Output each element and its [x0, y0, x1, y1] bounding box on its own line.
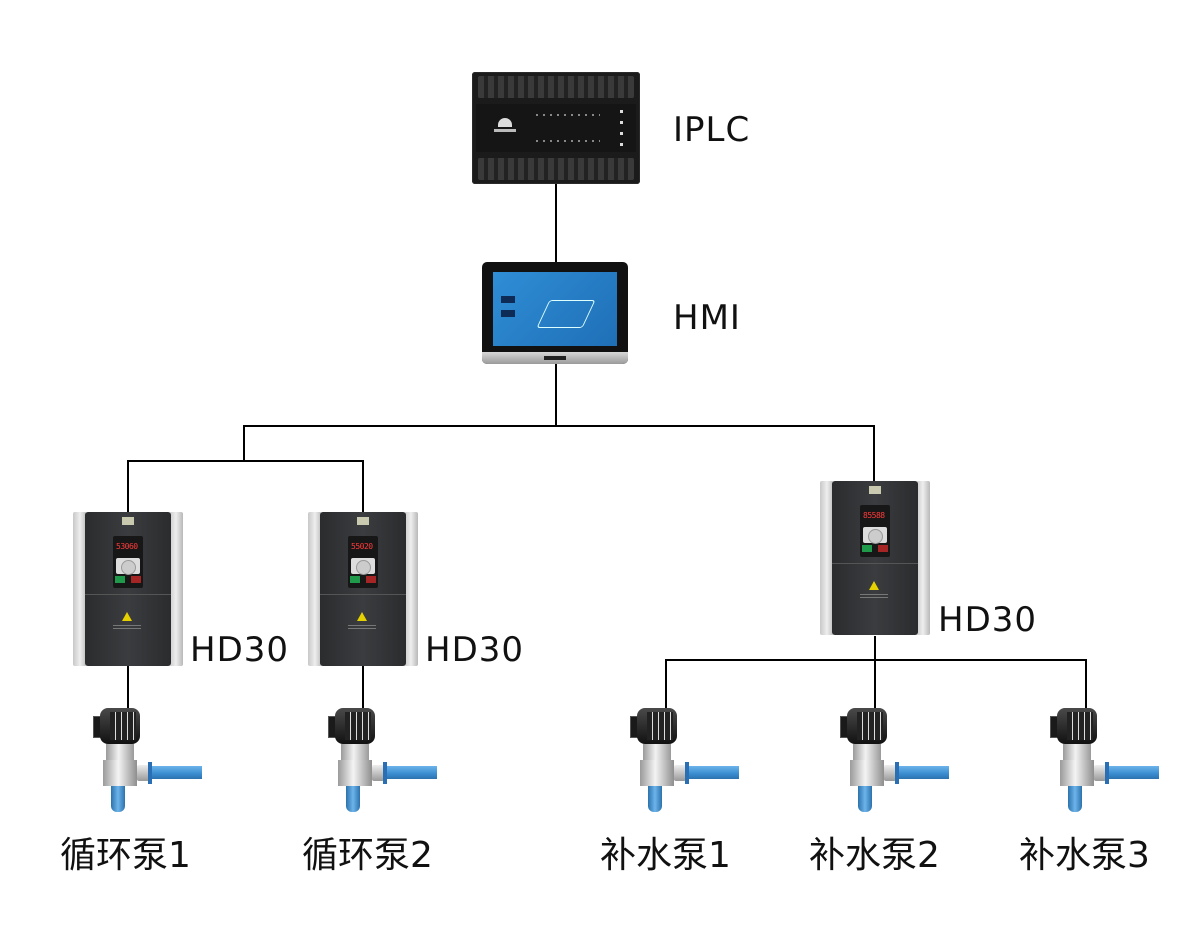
pump-c1-label: 循环泵1	[60, 835, 191, 876]
vfd-display: 85588	[863, 511, 885, 520]
outlet-pipe	[689, 766, 739, 779]
run-key-icon	[115, 576, 125, 583]
stop-key-icon	[366, 576, 376, 583]
wire-to-pump-m1	[665, 659, 667, 710]
wire-bus-main	[243, 425, 875, 427]
vfd-3-label: HD30	[938, 600, 1038, 640]
motor-icon	[847, 708, 887, 744]
vfd-dial-icon	[868, 529, 883, 544]
vfd-3[interactable]: 85588	[820, 481, 930, 635]
plc-label: IPLC	[673, 110, 751, 150]
wire-vfd2-to-pump	[362, 665, 364, 710]
motor-icon	[335, 708, 375, 744]
pump-makeup-2[interactable]	[833, 708, 953, 818]
hmi-device[interactable]	[482, 262, 628, 364]
inlet-pipe	[858, 786, 872, 812]
vfd-2-label: HD30	[425, 630, 525, 670]
vfd-badge-icon	[357, 517, 369, 525]
plc-device[interactable]	[472, 72, 640, 184]
vfd-badge-icon	[122, 517, 134, 525]
motor-icon	[1057, 708, 1097, 744]
plc-io-indicators	[536, 140, 600, 142]
hmi-label: HMI	[673, 298, 741, 338]
wire-to-vfd-3	[873, 425, 875, 482]
vfd-1[interactable]: 53060	[73, 512, 183, 666]
plc-logo-icon	[494, 118, 516, 132]
hmi-screen	[493, 272, 617, 346]
inlet-pipe	[1068, 786, 1082, 812]
run-key-icon	[862, 545, 872, 552]
wire-vfd1-to-pump	[127, 665, 129, 710]
vfd-display: 53060	[116, 542, 138, 551]
wire-to-vfd-2	[362, 460, 364, 512]
hmi-tablet-graphic-icon	[536, 300, 596, 328]
vfd-keypad: 85588	[860, 505, 890, 557]
wire-to-pump-m3	[1085, 659, 1087, 710]
pump-circulation-2[interactable]	[321, 708, 441, 818]
wire-hmi-down	[555, 364, 557, 426]
vfd-display: 55020	[351, 542, 373, 551]
plc-bottom-terminals	[478, 158, 634, 180]
vfd-dial-icon	[121, 560, 136, 575]
stop-key-icon	[878, 545, 888, 552]
motor-icon	[637, 708, 677, 744]
vfd-keypad: 55020	[348, 536, 378, 588]
vfd-badge-icon	[869, 486, 881, 494]
wire-plc-to-hmi	[555, 184, 557, 262]
pump-circulation-1[interactable]	[86, 708, 206, 818]
outlet-pipe	[152, 766, 202, 779]
vfd-keypad: 53060	[113, 536, 143, 588]
pump-makeup-3[interactable]	[1043, 708, 1163, 818]
hmi-bezel	[482, 352, 628, 364]
plc-top-terminals	[478, 76, 634, 98]
vfd-2[interactable]: 55020	[308, 512, 418, 666]
stop-key-icon	[131, 576, 141, 583]
warning-icon	[869, 581, 879, 590]
pump-m3-label: 补水泵3	[1019, 835, 1150, 876]
vfd-dial-icon	[356, 560, 371, 575]
wire-bus-makeup	[665, 659, 1087, 661]
vfd-1-label: HD30	[190, 630, 290, 670]
run-key-icon	[350, 576, 360, 583]
wire-vfd3-down	[874, 636, 876, 710]
pump-makeup-1[interactable]	[623, 708, 743, 818]
outlet-pipe	[1109, 766, 1159, 779]
wire-to-vfd-1	[127, 460, 129, 512]
warning-icon	[357, 612, 367, 621]
outlet-pipe	[387, 766, 437, 779]
pump-m1-label: 补水泵1	[600, 835, 731, 876]
inlet-pipe	[648, 786, 662, 812]
warning-icon	[122, 612, 132, 621]
inlet-pipe	[111, 786, 125, 812]
pump-m2-label: 补水泵2	[809, 835, 940, 876]
outlet-pipe	[899, 766, 949, 779]
inlet-pipe	[346, 786, 360, 812]
plc-io-indicators	[536, 114, 600, 116]
motor-icon	[100, 708, 140, 744]
pump-c2-label: 循环泵2	[302, 835, 433, 876]
wire-bus-left-drop	[243, 425, 245, 462]
plc-face	[476, 104, 636, 152]
wire-bus-left	[127, 460, 364, 462]
plc-status-leds	[616, 110, 624, 154]
